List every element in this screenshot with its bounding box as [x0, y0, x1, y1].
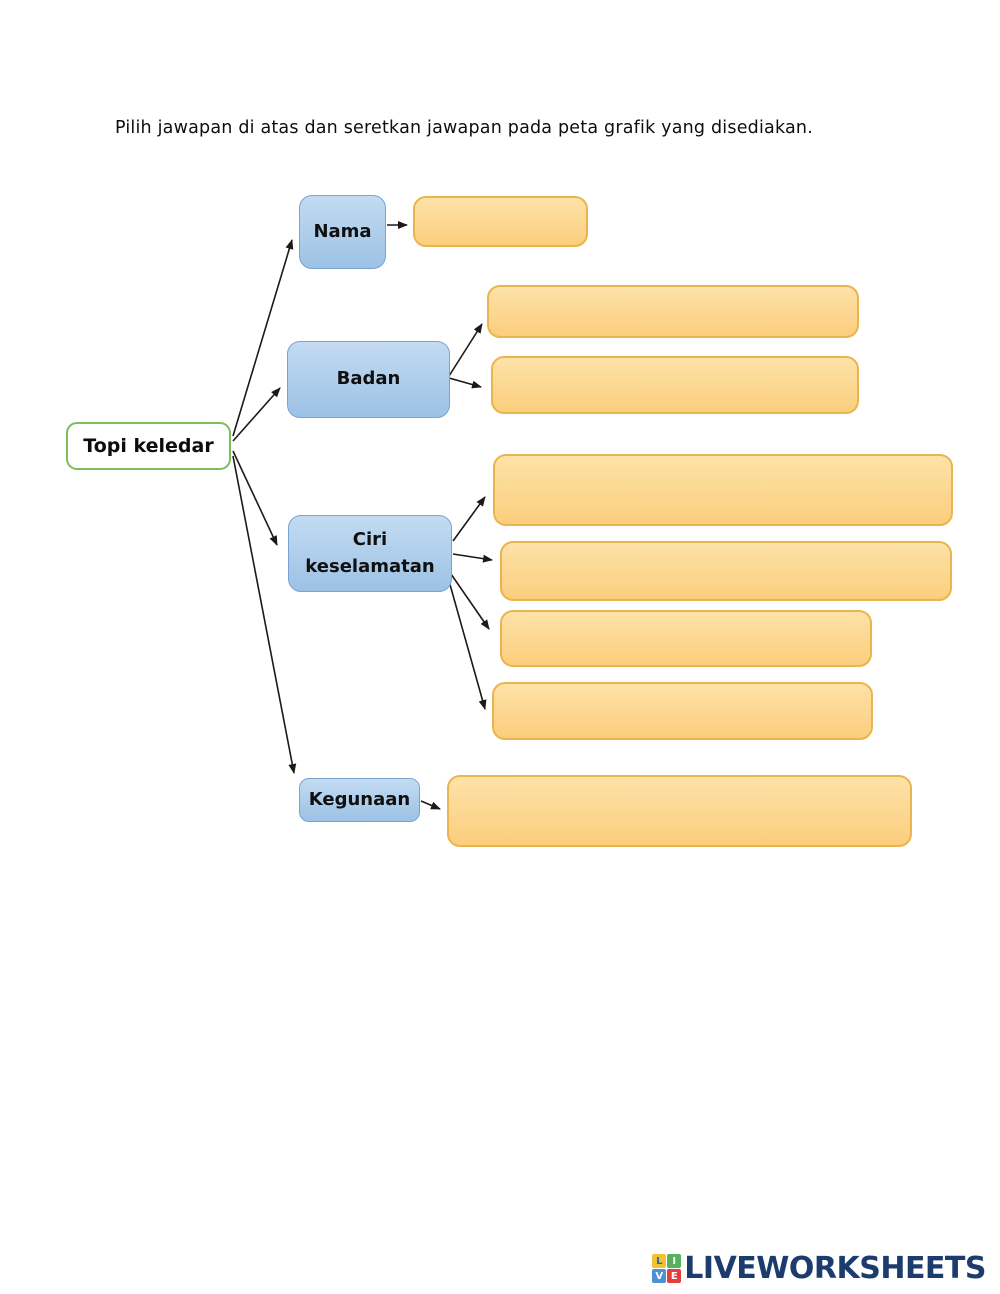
answer-dropzone-ciri-2[interactable] — [500, 541, 952, 601]
branch-node-badan: Badan — [287, 341, 450, 418]
answer-dropzone-nama-1[interactable] — [413, 196, 588, 247]
logo-letter-l: L — [652, 1254, 667, 1268]
instruction-text: Pilih jawapan di atas dan seretkan jawap… — [115, 118, 813, 138]
answer-dropzone-badan-1[interactable] — [487, 285, 859, 338]
liveworksheets-brand: L I V E LIVEWORKSHEETS — [652, 1251, 986, 1286]
answer-dropzone-ciri-1[interactable] — [493, 454, 953, 526]
answer-dropzone-kegunaan-1[interactable] — [447, 775, 912, 847]
logo-letter-i: I — [667, 1254, 682, 1268]
answer-dropzone-ciri-4[interactable] — [492, 682, 873, 740]
branch-node-ciri-keselamatan: Ciri keselamatan — [288, 515, 452, 592]
answer-dropzone-badan-2[interactable] — [491, 356, 859, 414]
branch-node-kegunaan: Kegunaan — [299, 778, 420, 822]
liveworksheets-logo-icon: L I V E — [652, 1254, 682, 1283]
logo-letter-e: E — [667, 1269, 682, 1283]
brand-wordmark: LIVEWORKSHEETS — [684, 1251, 986, 1286]
answer-dropzone-ciri-3[interactable] — [500, 610, 872, 667]
branch-node-nama: Nama — [299, 195, 386, 269]
root-node-topi-keledar: Topi keledar — [66, 422, 231, 470]
logo-letter-v: V — [652, 1269, 667, 1283]
